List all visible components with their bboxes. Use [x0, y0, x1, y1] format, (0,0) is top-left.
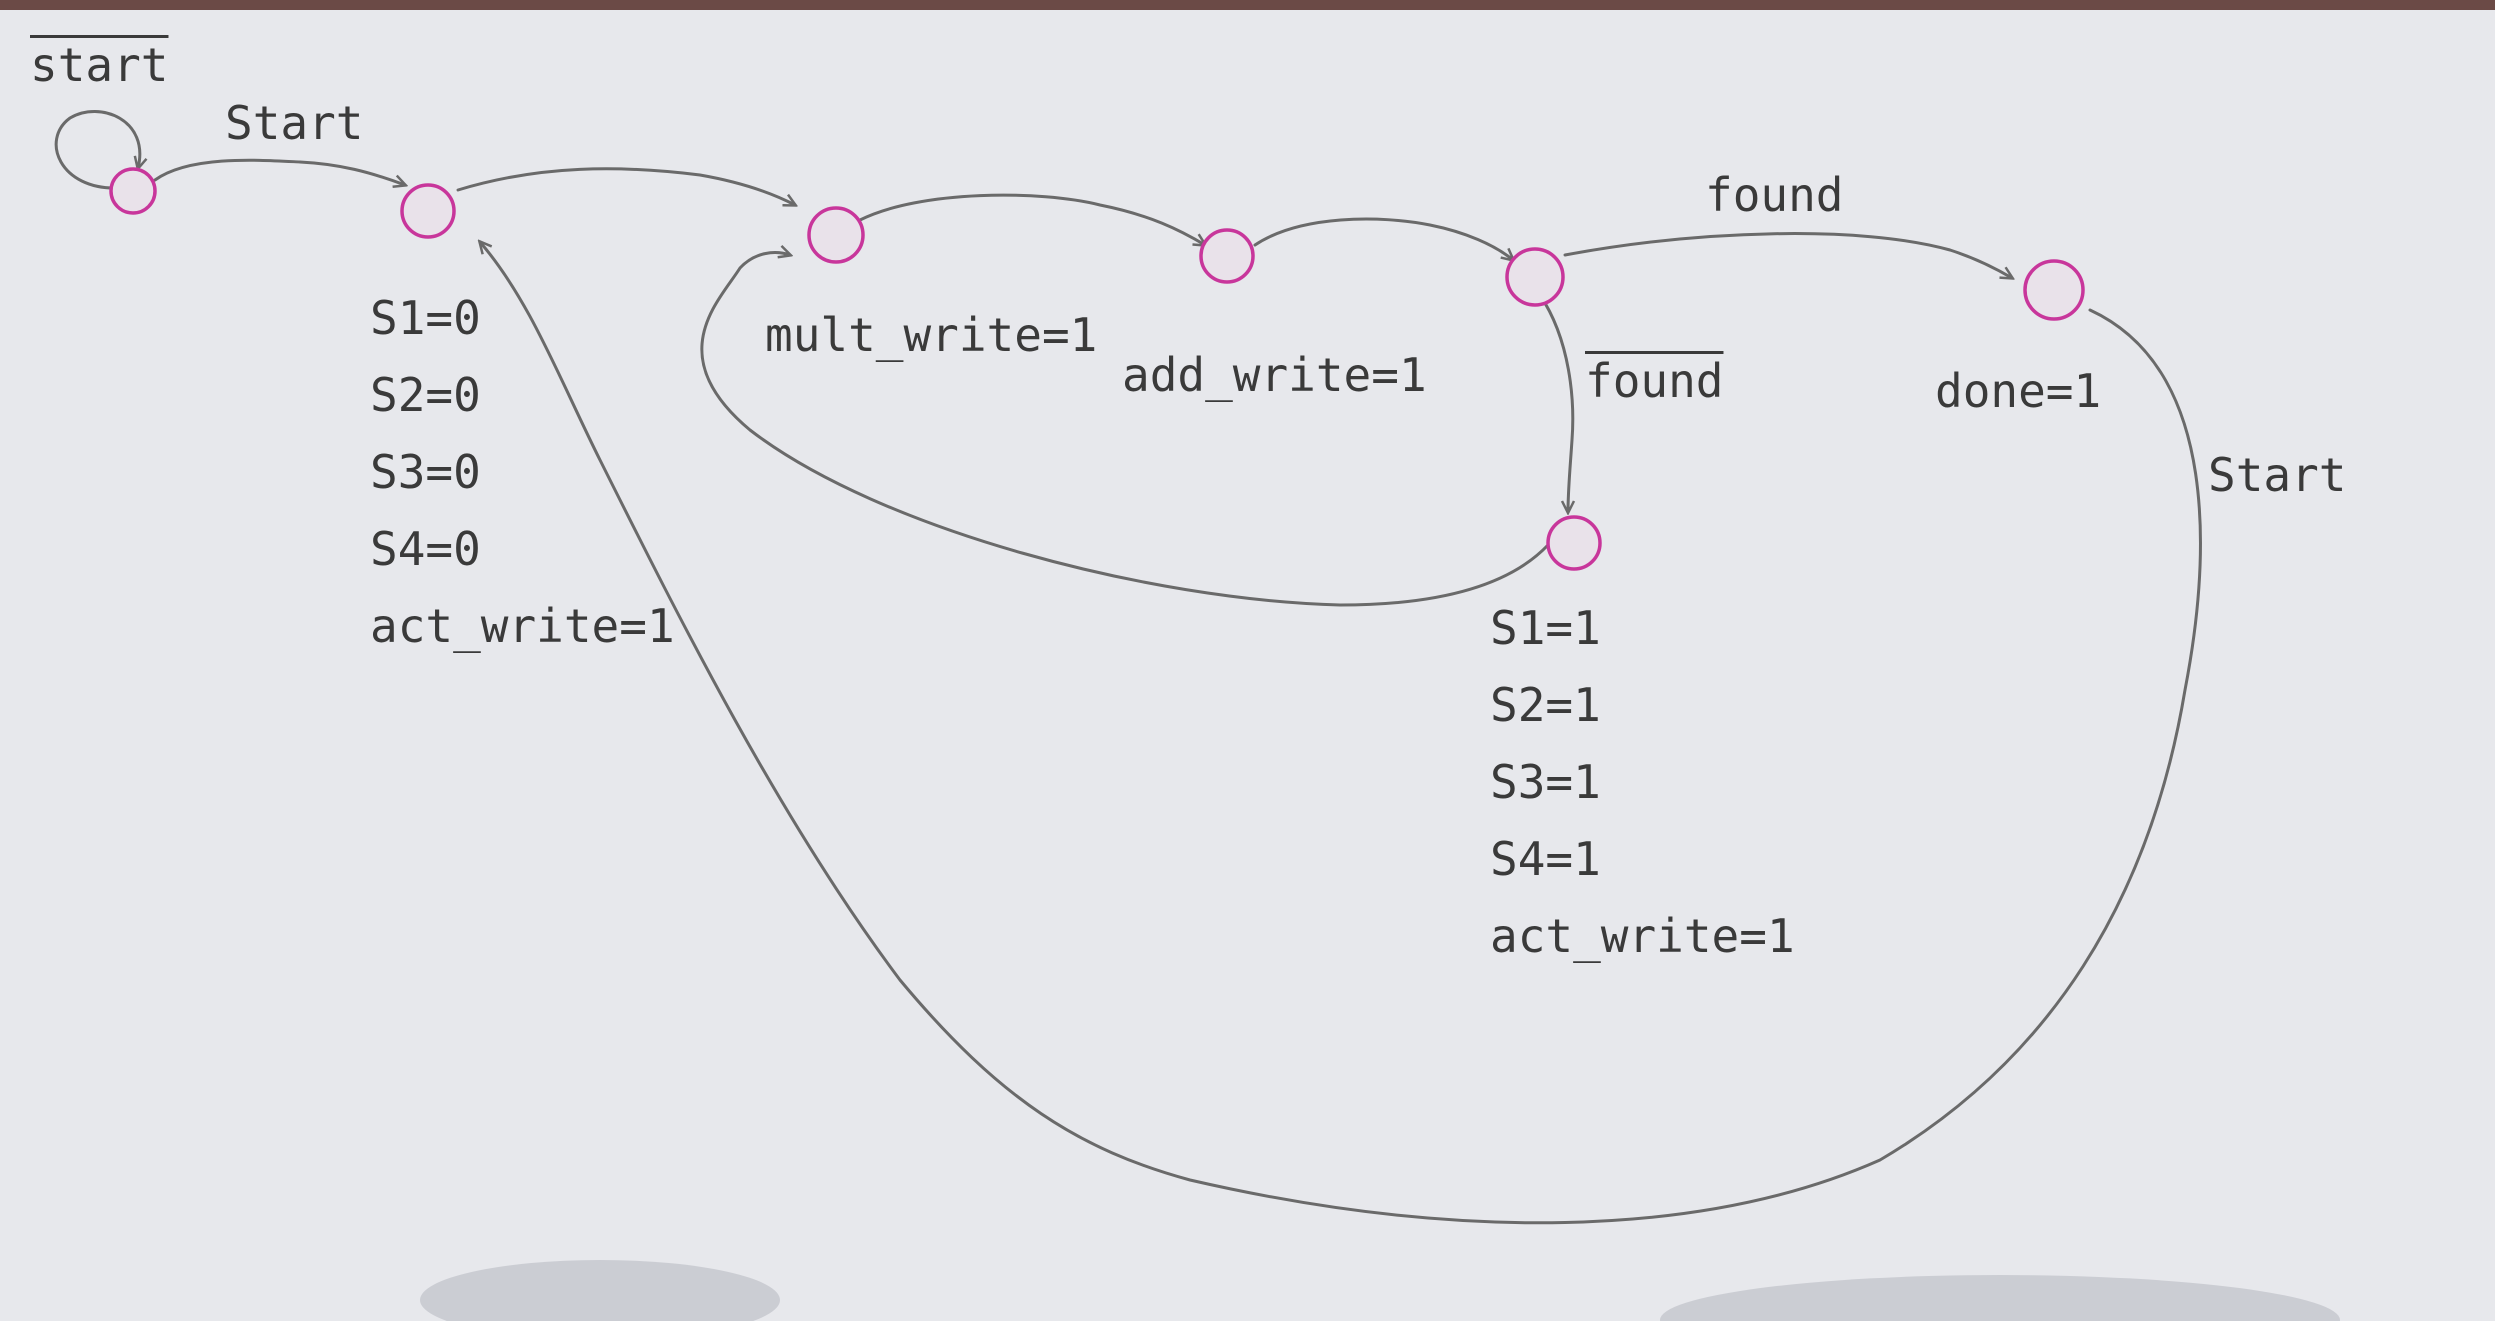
output-update-act-write: act_write=1	[1490, 909, 1795, 963]
output-done: done=1	[1935, 364, 2102, 418]
state-mult	[807, 206, 865, 264]
output-init-s1: S1=0	[370, 291, 481, 345]
shadow-left	[420, 1260, 780, 1321]
label-idle-self-loop: start	[30, 38, 169, 92]
label-check-to-done: found	[1705, 168, 1844, 222]
output-init-act-write: act_write=1	[370, 599, 675, 653]
output-init-s4: S4=0	[370, 522, 481, 576]
edge-add-to-check	[1253, 217, 1513, 260]
output-update-s2: S2=1	[1490, 678, 1601, 732]
paper-top-edge	[0, 0, 2495, 10]
state-idle	[109, 167, 157, 215]
edge-idle-to-init	[153, 158, 405, 185]
output-init-s2: S2=0	[370, 368, 481, 422]
output-add-write: add_write=1	[1122, 348, 1427, 402]
label-idle-to-init: Start	[225, 96, 364, 150]
edge-done-to-init	[480, 242, 2202, 1225]
edge-init-to-mult	[456, 167, 795, 205]
output-mult-write: mult_write=1	[765, 308, 1098, 362]
outputs-init: S1=0 S2=0 S3=0 S4=0 act_write=1	[370, 280, 675, 665]
edge-update-to-mult	[700, 253, 1550, 607]
edge-check-to-update	[1538, 293, 1573, 512]
state-done	[2023, 259, 2085, 321]
output-update-s1: S1=1	[1490, 601, 1601, 655]
state-check	[1505, 247, 1565, 307]
state-add	[1199, 228, 1255, 284]
edge-check-to-done	[1563, 232, 2012, 278]
label-done-to-init: Start	[2208, 448, 2347, 502]
output-update-s4: S4=1	[1490, 832, 1601, 886]
shadow-right	[1660, 1275, 2340, 1321]
edge-idle-self-loop	[54, 109, 140, 190]
label-check-to-update: found	[1585, 354, 1724, 408]
output-init-s3: S3=0	[370, 445, 481, 499]
state-init	[400, 183, 456, 239]
outputs-update: S1=1 S2=1 S3=1 S4=1 act_write=1	[1490, 590, 1795, 975]
state-update	[1546, 515, 1602, 571]
edge-mult-to-add	[858, 193, 1205, 245]
output-update-s3: S3=1	[1490, 755, 1601, 809]
